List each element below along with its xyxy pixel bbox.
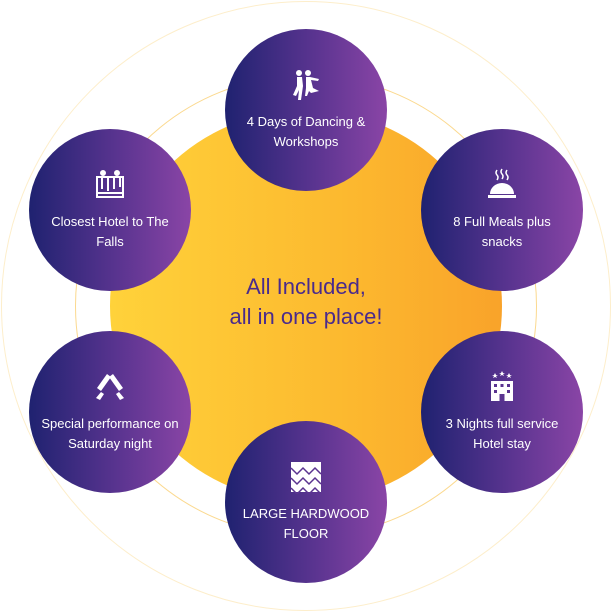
food-cloche-icon — [488, 168, 516, 198]
feature-label: Special performance on Saturday night — [41, 416, 179, 451]
waterfall-icon — [96, 170, 124, 198]
feature-meals: 8 Full Meals plus snacks — [421, 129, 583, 291]
feature-label: 3 Nights full service Hotel stay — [445, 416, 559, 451]
center-heading: All Included, all in one place! — [180, 272, 432, 332]
spotlight-icon — [96, 374, 124, 400]
center-line-2: all in one place! — [229, 304, 383, 329]
feature-dancing: 4 Days of Dancing & Workshops — [225, 29, 387, 191]
feature-hotel-falls: Closest Hotel to The Falls — [29, 129, 191, 291]
feature-performance: Special performance on Saturday night — [29, 331, 191, 493]
feature-label: Closest Hotel to The Falls — [51, 214, 169, 249]
dancing-couple-icon — [293, 70, 319, 100]
hotel-icon — [491, 371, 513, 401]
feature-label: 8 Full Meals plus snacks — [453, 214, 551, 249]
parquet-floor-icon — [290, 462, 322, 494]
feature-label: 4 Days of Dancing & Workshops — [246, 114, 366, 149]
center-line-1: All Included, — [246, 274, 366, 299]
feature-label: LARGE HARDWOOD FLOOR — [242, 506, 370, 541]
feature-hotel-stay: 3 Nights full service Hotel stay — [421, 331, 583, 493]
feature-floor: LARGE HARDWOOD FLOOR — [225, 421, 387, 583]
